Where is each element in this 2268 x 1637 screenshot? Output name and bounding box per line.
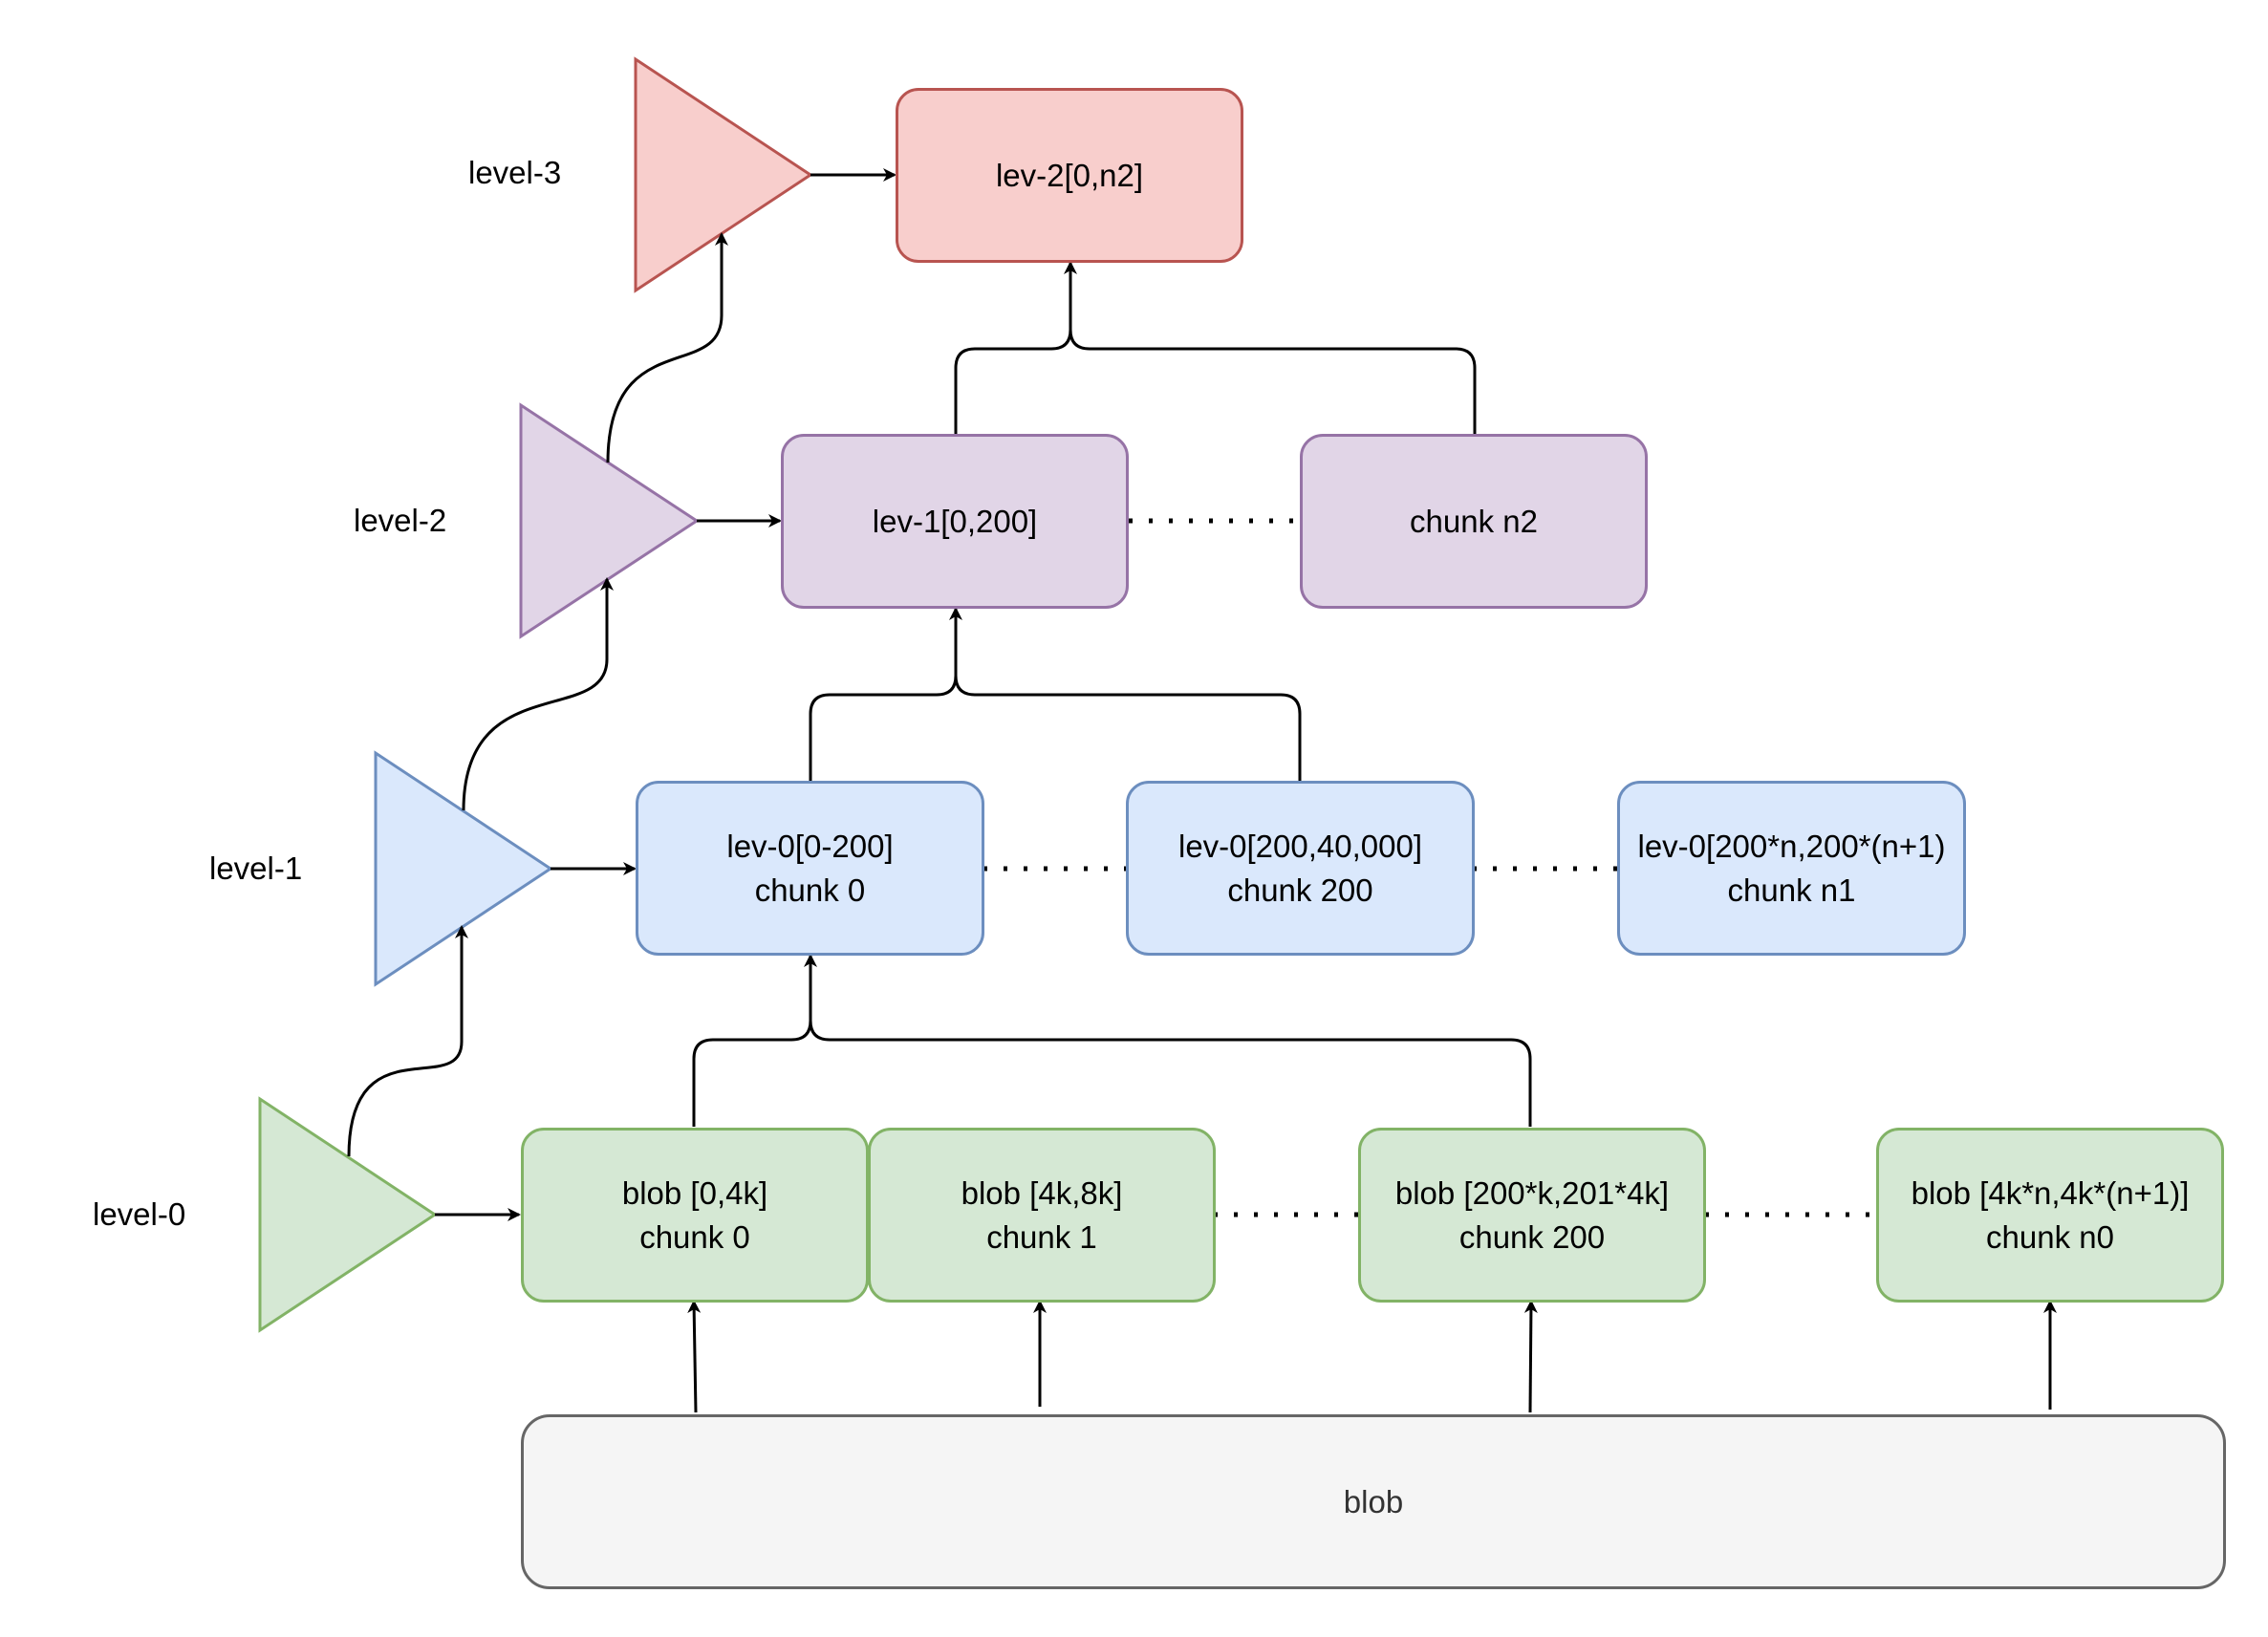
arrow-blob-to-chunk-200 [1523,1300,1538,1413]
chunk-label: lev-2[0,n2] [995,157,1144,193]
chunk-id: chunk 0 [754,872,866,908]
arrow-level-0-to-level-1 [347,925,468,1157]
level-1-label: level-1 [209,851,303,886]
merge-l0-chunk200 [809,1020,1532,1127]
chunk-id: chunk 200 [1227,872,1373,908]
chunk-id: chunk n1 [1727,872,1856,908]
level-0-label: level-0 [93,1196,186,1232]
level-1-chunk-box: lev-0[0-200] chunk 0 [636,781,984,956]
level-0-chunk-box: blob [200*k,201*4k] chunk 200 [1358,1128,1706,1303]
chunk-label: lev-1[0,200] [872,503,1038,539]
level-0-chunk-box: blob [4k*n,4k*(n+1)] chunk n0 [1876,1128,2224,1303]
chunk-id: chunk n0 [1986,1218,2114,1255]
blob-label: blob [1343,1483,1404,1519]
chunk-range: blob [4k*n,4k*(n+1)] [1911,1174,2190,1211]
merge-l1-chunk200 [954,675,1302,781]
arrow-level-1-to-level-2 [462,577,614,811]
level-2-chunk-box: chunk n2 [1300,434,1648,609]
merge-l1-chunk0 [809,607,962,781]
level-0-chunk-box: blob [4k,8k] chunk 1 [868,1128,1216,1303]
chunk-range: lev-0[200,40,000] [1177,828,1423,864]
level-1-chunk-box: lev-0[200,40,000] chunk 200 [1126,781,1475,956]
chunk-range: blob [4k,8k] [961,1174,1123,1211]
arrow-blob-to-chunk-0 [687,1300,702,1413]
merge-l2-chunk0 [954,261,1077,434]
level-0-chunk-box: blob [0,4k] chunk 0 [521,1128,869,1303]
chunk-range: blob [200*k,201*4k] [1394,1174,1670,1211]
level-2-label: level-2 [354,503,447,538]
chunk-id: chunk 0 [639,1218,750,1255]
chunk-label: chunk n2 [1410,503,1538,539]
level-3-chunk-box: lev-2[0,n2] [896,88,1243,263]
merge-l2-chunk-n2 [1069,329,1477,434]
chunk-range: blob [0,4k] [621,1174,768,1211]
chunk-id: chunk 200 [1458,1218,1606,1255]
blob-source-box: blob [521,1414,2226,1589]
merge-l0-chunk0 [692,954,817,1127]
level-1-chunk-box: lev-0[200*n,200*(n+1) chunk n1 [1617,781,1966,956]
chunk-id: chunk 1 [986,1218,1097,1255]
level-2-chunk-box: lev-1[0,200] [781,434,1129,609]
chunk-range: lev-0[0-200] [726,828,894,864]
arrow-level-2-to-level-3 [606,232,728,463]
level-3-label: level-3 [468,155,562,190]
chunk-range: lev-0[200*n,200*(n+1) [1637,828,1946,864]
level-0-triangle [258,1096,438,1333]
